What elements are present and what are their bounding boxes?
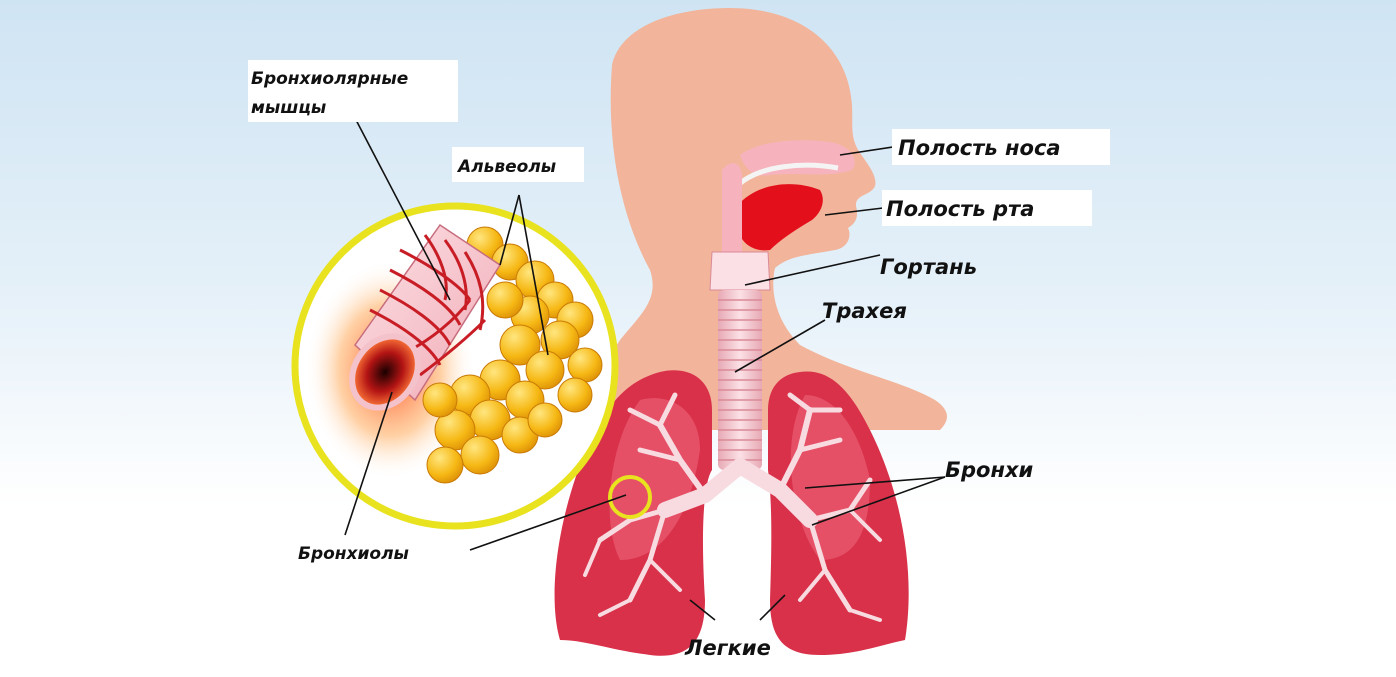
label-bronchi: Бронхи <box>945 458 1034 482</box>
label-lungs: Легкие <box>684 636 771 660</box>
label-bronchiolar-muscles-line1: Бронхиолярные <box>251 69 408 89</box>
pharynx-shape <box>722 163 742 264</box>
label-alveoli: Альвеолы <box>456 157 556 177</box>
label-bronchioles: Бронхиолы <box>298 544 409 564</box>
label-oral-cavity: Полость рта <box>886 197 1034 221</box>
label-larynx: Гортань <box>880 255 977 279</box>
label-bronchiolar-muscles-line2: мышцы <box>251 98 326 118</box>
larynx-shape <box>710 252 770 290</box>
label-trachea: Трахея <box>822 299 907 323</box>
label-nasal-cavity: Полость носа <box>898 136 1061 160</box>
